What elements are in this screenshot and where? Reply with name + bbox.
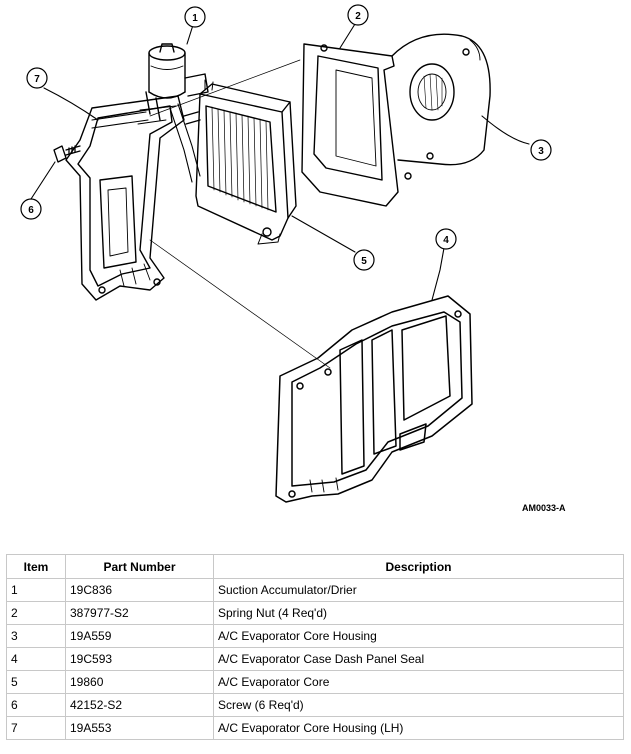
description-cell: Suction Accumulator/Drier [213, 578, 624, 602]
figure-id: AM0033-A [522, 503, 566, 513]
screw-drawing [53, 145, 81, 163]
item-cell: 4 [6, 647, 66, 671]
callout-5: 5 [361, 256, 367, 267]
table-row: 7 19A553 A/C Evaporator Core Housing (LH… [6, 716, 624, 740]
callout-3: 3 [538, 146, 544, 157]
accumulator-drier-drawing [91, 43, 209, 183]
table-row: 4 19C593 A/C Evaporator Case Dash Panel … [6, 647, 624, 671]
part-number-cell: 19A559 [65, 624, 214, 648]
header-description: Description [213, 554, 624, 579]
header-item: Item [6, 554, 66, 579]
table-row: 1 19C836 Suction Accumulator/Drier [6, 578, 624, 602]
callout-6: 6 [28, 205, 34, 216]
callout-4: 4 [443, 235, 449, 246]
table-row: 3 19A559 A/C Evaporator Core Housing [6, 624, 624, 648]
table-row: 2 387977-S2 Spring Nut (4 Req'd) [6, 601, 624, 625]
core-housing-drawing [301, 33, 491, 207]
part-number-cell: 42152-S2 [65, 693, 214, 717]
table-row: 6 42152-S2 Screw (6 Req'd) [6, 693, 624, 717]
description-cell: A/C Evaporator Core [213, 670, 624, 694]
item-cell: 1 [6, 578, 66, 602]
part-number-cell: 19860 [65, 670, 214, 694]
item-cell: 2 [6, 601, 66, 625]
header-part-number: Part Number [65, 554, 214, 579]
table-row: 5 19860 A/C Evaporator Core [6, 670, 624, 694]
description-cell: A/C Evaporator Core Housing [213, 624, 624, 648]
description-cell: A/C Evaporator Case Dash Panel Seal [213, 647, 624, 671]
dash-panel-seal-drawing [275, 295, 473, 503]
alignment-lines [149, 59, 331, 369]
description-cell: A/C Evaporator Core Housing (LH) [213, 716, 624, 740]
item-cell: 3 [6, 624, 66, 648]
exploded-parts-diagram: 1 2 3 4 5 6 7 AM0033-A [20, 4, 566, 513]
evaporator-core-drawing [195, 79, 297, 245]
part-number-cell: 19A553 [65, 716, 214, 740]
item-cell: 5 [6, 670, 66, 694]
lh-core-housing-drawing [65, 95, 185, 301]
description-cell: Screw (6 Req'd) [213, 693, 624, 717]
callout-2: 2 [355, 11, 361, 22]
table-header-row: Item Part Number Description [6, 554, 624, 579]
callout-7: 7 [34, 74, 40, 85]
description-cell: Spring Nut (4 Req'd) [213, 601, 624, 625]
callout-1: 1 [192, 13, 198, 24]
callout-circles [20, 4, 552, 271]
part-number-cell: 19C593 [65, 647, 214, 671]
parts-table: Item Part Number Description 1 19C836 Su… [6, 554, 624, 740]
item-cell: 6 [6, 693, 66, 717]
part-number-cell: 387977-S2 [65, 601, 214, 625]
item-cell: 7 [6, 716, 66, 740]
callout-leaders [30, 23, 530, 301]
part-number-cell: 19C836 [65, 578, 214, 602]
